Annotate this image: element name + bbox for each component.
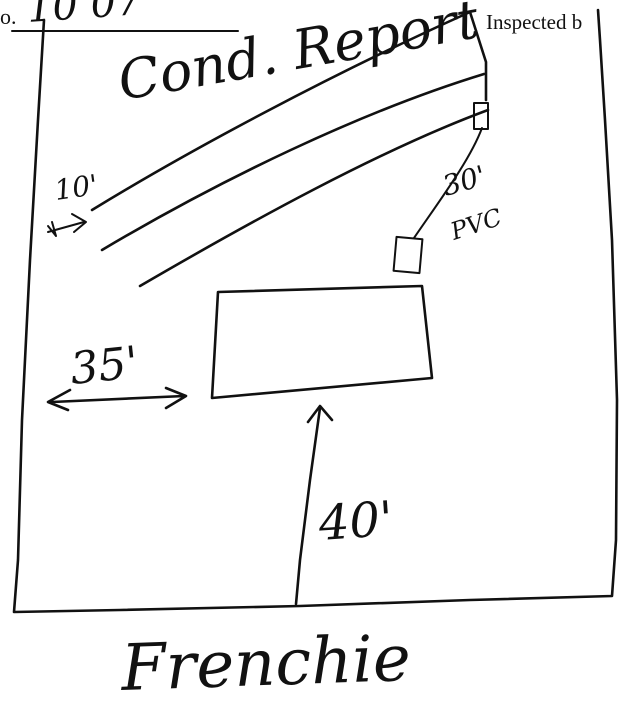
cleanout-marker	[474, 103, 488, 129]
setback-label-35: 35'	[68, 337, 141, 395]
setback-label-40: 40'	[316, 491, 395, 552]
setback-label-10: 10'	[52, 168, 99, 207]
pipe-length-label: 30'	[439, 159, 490, 203]
road-name: Frenchie	[119, 622, 412, 706]
setback-arrow-10	[48, 214, 86, 236]
tank-marker	[394, 237, 423, 273]
property-boundary	[14, 10, 617, 612]
pipe-material-label: PVC	[446, 203, 505, 246]
setback-arrow-35	[48, 388, 186, 410]
house-footprint	[212, 286, 432, 398]
